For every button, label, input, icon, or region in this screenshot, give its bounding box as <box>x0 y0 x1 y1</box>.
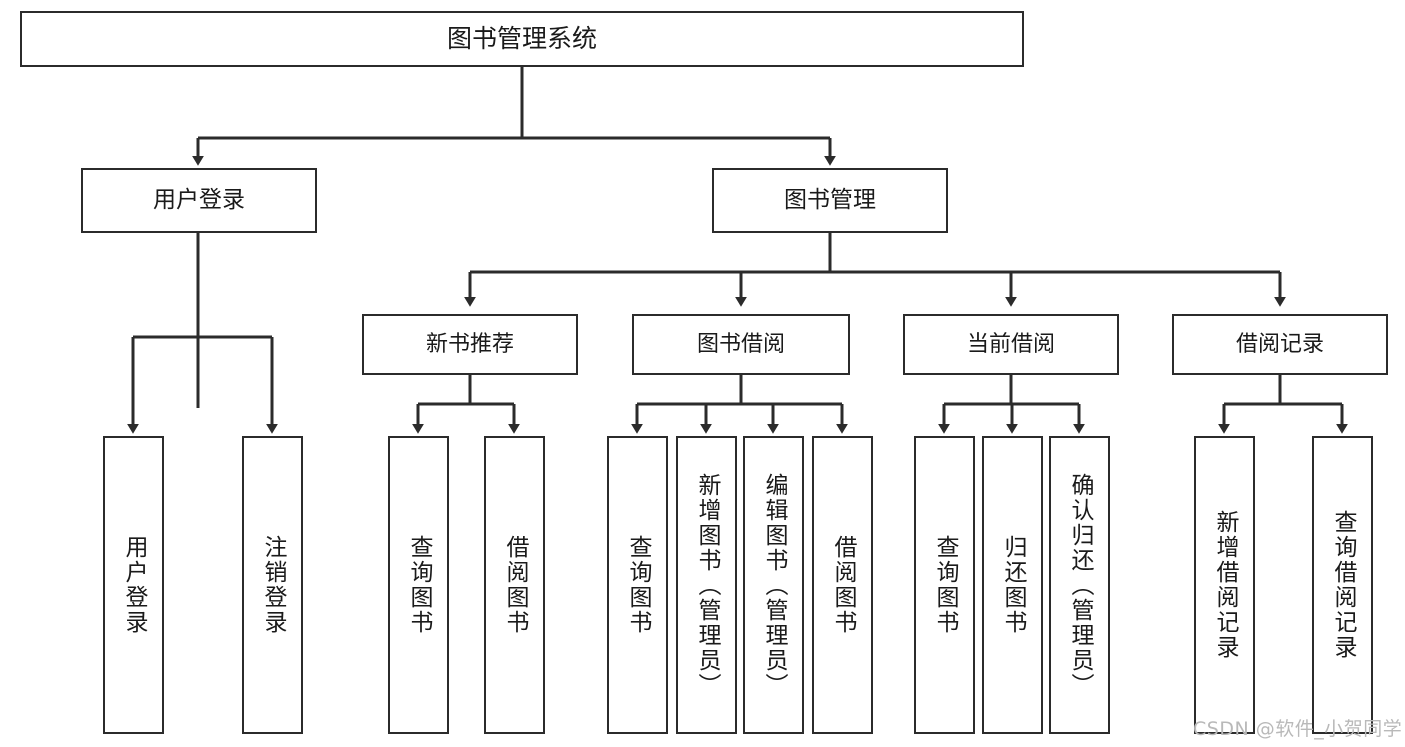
node-leaf-borrow-book-1[interactable]: 借阅图书 <box>484 436 545 734</box>
node-leaf-edit-book-label: 编辑图书（管理员） <box>761 472 787 698</box>
node-leaf-return-book[interactable]: 归还图书 <box>982 436 1043 734</box>
node-borrow-record-label: 借阅记录 <box>1235 331 1324 357</box>
node-leaf-borrow-book-2[interactable]: 借阅图书 <box>812 436 873 734</box>
node-user-login[interactable]: 用户登录 <box>81 168 317 233</box>
node-leaf-logout-login[interactable]: 注销登录 <box>242 436 303 734</box>
node-leaf-borrow-book-1-label: 借阅图书 <box>502 535 528 635</box>
node-current-borrow-label: 当前借阅 <box>966 331 1055 357</box>
node-leaf-confirm-return[interactable]: 确认归还（管理员） <box>1049 436 1110 734</box>
node-book-manage-label: 图书管理 <box>784 186 876 213</box>
node-leaf-return-book-label: 归还图书 <box>1000 535 1026 635</box>
node-leaf-borrow-book-2-label: 借阅图书 <box>830 535 856 635</box>
node-root-label: 图书管理系统 <box>446 24 597 54</box>
csdn-watermark: CSDN @软件_小贺同学 <box>1193 718 1403 740</box>
node-leaf-query-book-3[interactable]: 查询图书 <box>914 436 975 734</box>
node-root[interactable]: 图书管理系统 <box>20 11 1024 67</box>
node-leaf-edit-book[interactable]: 编辑图书（管理员） <box>743 436 804 734</box>
node-leaf-query-book-1-label: 查询图书 <box>406 535 432 635</box>
node-book-borrow-label: 图书借阅 <box>696 331 785 357</box>
node-leaf-query-record[interactable]: 查询借阅记录 <box>1312 436 1373 734</box>
node-leaf-add-record[interactable]: 新增借阅记录 <box>1194 436 1255 734</box>
node-current-borrow[interactable]: 当前借阅 <box>903 314 1119 375</box>
node-leaf-query-book-1[interactable]: 查询图书 <box>388 436 449 734</box>
node-leaf-query-book-2-label: 查询图书 <box>625 535 651 635</box>
node-leaf-user-login[interactable]: 用户登录 <box>103 436 164 734</box>
node-leaf-user-login-label: 用户登录 <box>121 535 147 635</box>
node-book-manage[interactable]: 图书管理 <box>712 168 948 233</box>
node-leaf-add-book-label: 新增图书（管理员） <box>694 472 720 698</box>
node-book-borrow[interactable]: 图书借阅 <box>632 314 850 375</box>
node-leaf-add-record-label: 新增借阅记录 <box>1212 510 1238 660</box>
node-borrow-record[interactable]: 借阅记录 <box>1172 314 1388 375</box>
node-leaf-query-book-2[interactable]: 查询图书 <box>607 436 668 734</box>
node-new-book-recommend[interactable]: 新书推荐 <box>362 314 578 375</box>
node-user-login-label: 用户登录 <box>153 186 245 213</box>
node-leaf-confirm-return-label: 确认归还（管理员） <box>1067 472 1093 698</box>
node-new-book-recommend-label: 新书推荐 <box>425 331 514 357</box>
node-leaf-query-record-label: 查询借阅记录 <box>1330 510 1356 660</box>
node-leaf-add-book[interactable]: 新增图书（管理员） <box>676 436 737 734</box>
node-leaf-logout-login-label: 注销登录 <box>260 535 286 635</box>
node-leaf-query-book-3-label: 查询图书 <box>932 535 958 635</box>
